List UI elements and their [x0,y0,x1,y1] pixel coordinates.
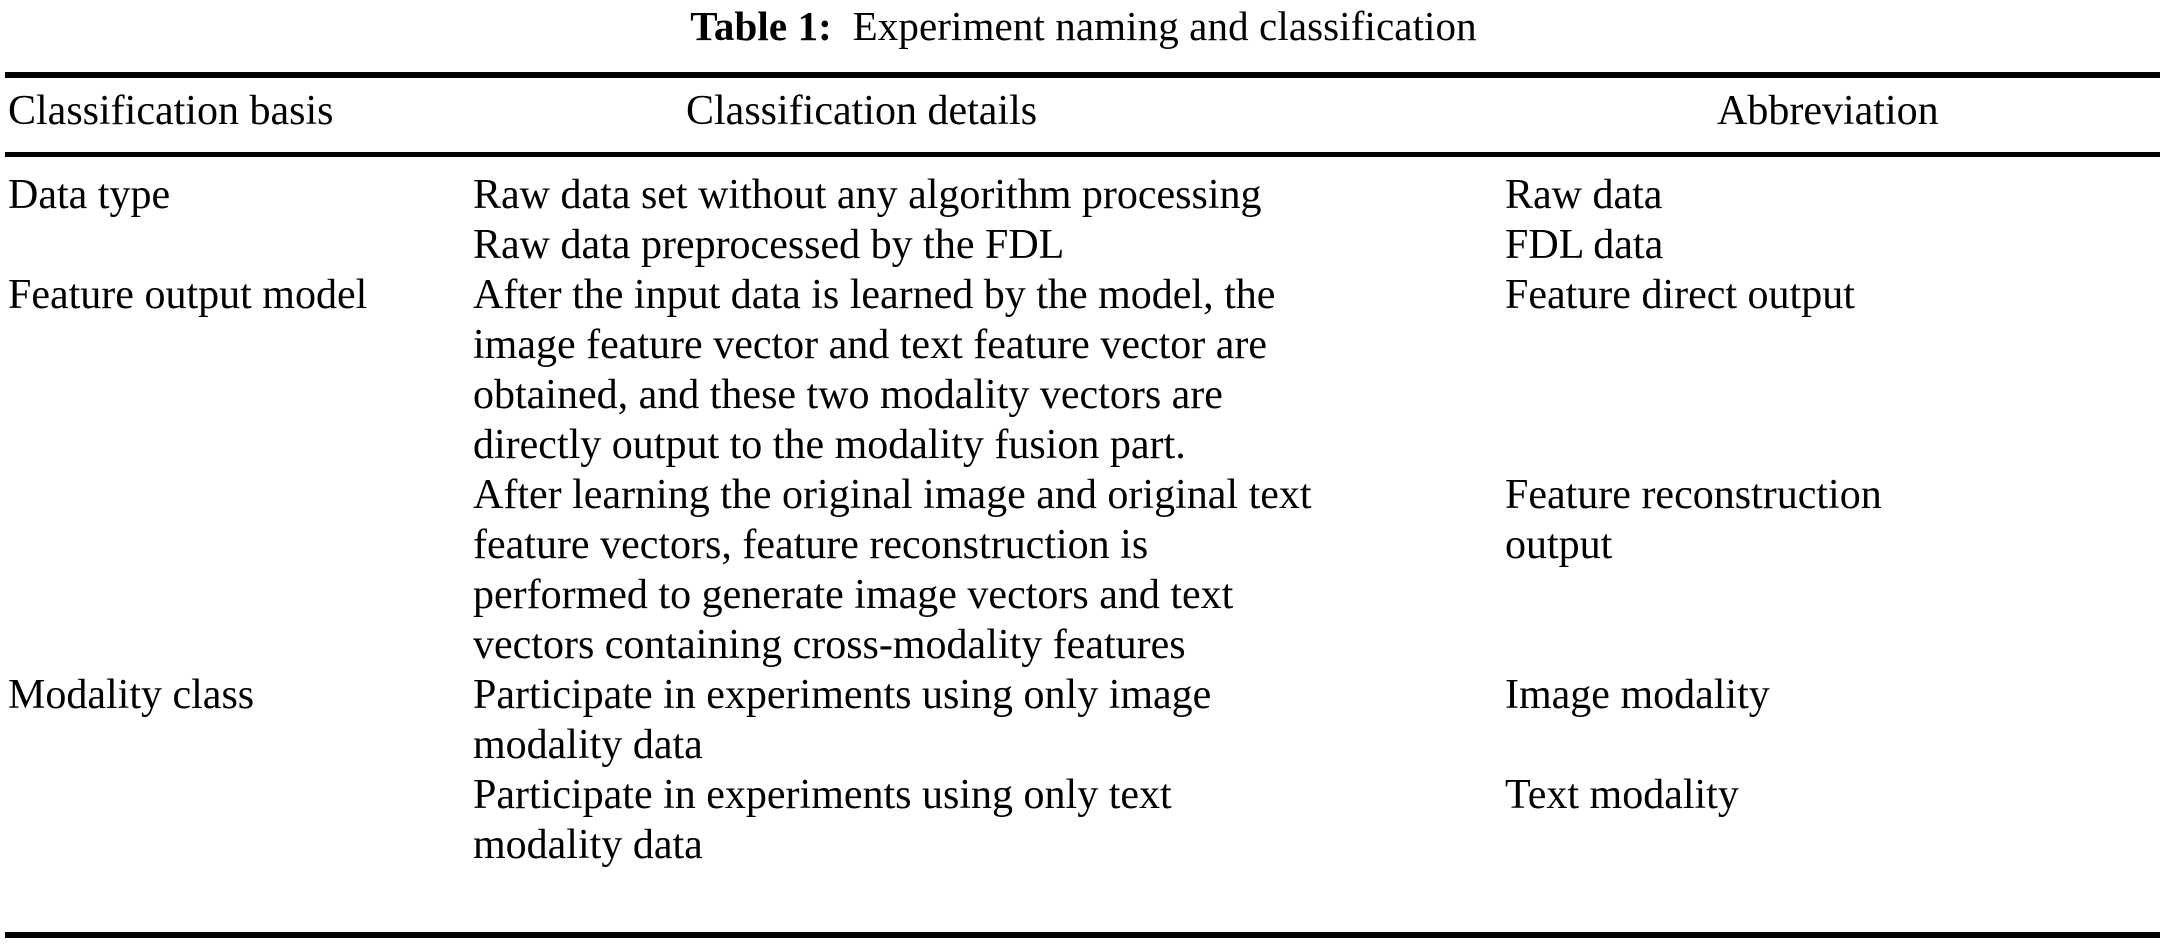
cell-text-line: Raw data set without any algorithm proce… [473,172,1262,218]
cell-text-line: Raw data [1505,172,1663,218]
cell-text-line: directly output to the modality fusion p… [473,422,1186,468]
cell-text-line: modality data [473,822,703,868]
cell-abbreviation: Feature direct output [1505,270,2145,320]
cell-classification-details: Raw data set without any algorithm proce… [473,170,1488,220]
cell-text-line: image feature vector and text feature ve… [473,322,1268,368]
cell-classification-details: Participate in experiments using only te… [473,770,1488,870]
cell-text: Data type [8,172,171,218]
table-row: XXParticipate in experiments using only … [0,770,2167,870]
column-header-classification-basis: Classification basis [8,88,334,134]
table-bottom-rule [5,932,2160,938]
cell-text-line: Participate in experiments using only te… [473,772,1172,818]
cell-classification-basis: Modality class [8,670,463,720]
cell-text-line: Feature direct output [1505,272,1855,318]
cell-classification-basis: Data type [8,170,463,220]
table-caption: Table 1: Experiment naming and classific… [0,2,2167,50]
caption-title: Experiment naming and classification [852,3,1477,49]
cell-abbreviation: FDL data [1505,220,2145,270]
table-header-row: Classification basis Classification deta… [0,86,2167,142]
cell-text-line: output [1505,522,1613,568]
cell-text: Modality class [8,672,255,718]
cell-text-line: Image modality [1505,672,1770,718]
table-top-rule [5,72,2160,78]
cell-text-line: modality data [473,722,703,768]
cell-classification-details: Participate in experiments using only im… [473,670,1488,770]
cell-text: Feature output model [8,272,368,318]
column-header-abbreviation: Abbreviation [1717,88,1939,134]
cell-classification-details: Raw data preprocessed by the FDL [473,220,1488,270]
caption-label: Table 1: [690,3,832,49]
cell-classification-details: After learning the original image and or… [473,470,1488,670]
cell-text-line: Feature reconstruction [1505,472,1882,518]
caption-text [832,3,853,49]
column-header-classification-details: Classification details [686,88,1038,134]
cell-classification-details: After the input data is learned by the m… [473,270,1488,470]
cell-abbreviation: Text modality [1505,770,2145,820]
cell-text-line: performed to generate image vectors and … [473,572,1234,618]
cell-text-line: FDL data [1505,222,1664,268]
cell-text-line: After learning the original image and or… [473,472,1312,518]
cell-text-line: Raw data preprocessed by the FDL [473,222,1065,268]
cell-text-line: obtained, and these two modality vectors… [473,372,1223,418]
cell-text-line: Text modality [1505,772,1739,818]
table-row: XXXXAfter learning the original image an… [0,470,2167,670]
cell-text-line: feature vectors, feature reconstruction … [473,522,1149,568]
table-header-rule [5,152,2160,157]
cell-text-line: After the input data is learned by the m… [473,272,1276,318]
cell-text-line: Participate in experiments using only im… [473,672,1212,718]
cell-text-line: vectors containing cross-modality featur… [473,622,1186,668]
cell-classification-basis: Feature output model [8,270,463,320]
cell-abbreviation: Raw data [1505,170,2145,220]
cell-abbreviation: Image modality [1505,670,2145,720]
